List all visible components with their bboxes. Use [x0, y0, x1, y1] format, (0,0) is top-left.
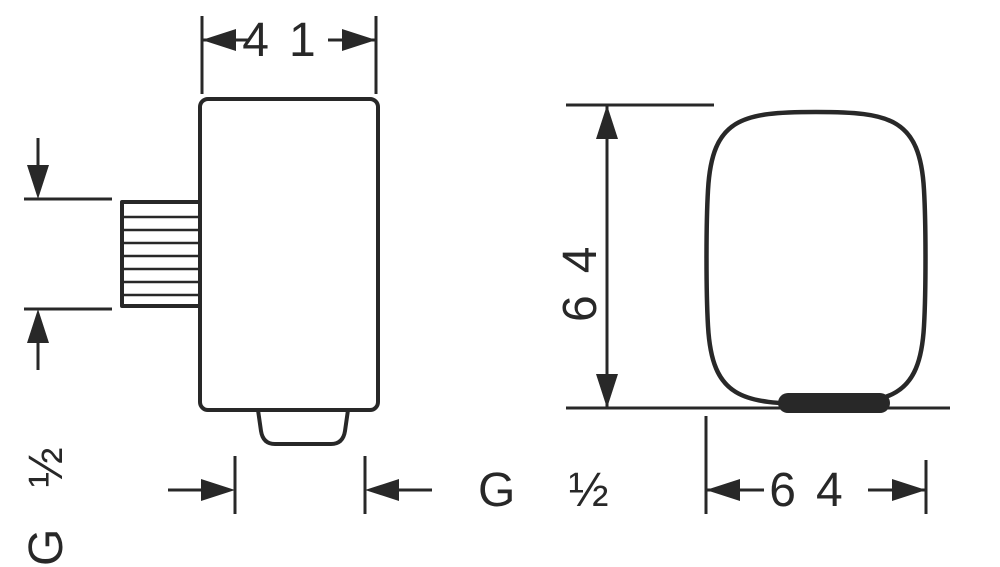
side-view-body	[198, 97, 380, 412]
dim-front-width: 64	[704, 416, 928, 517]
dim-outlet-thread	[168, 456, 432, 514]
inlet-thread-hatch	[124, 215, 200, 297]
inlet-thread-label: G ½	[20, 433, 73, 566]
arrowhead-up-icon	[27, 309, 49, 343]
arrowhead-left-icon	[202, 29, 236, 51]
dim-front-height-label: 64	[554, 225, 607, 322]
side-view	[120, 97, 380, 446]
dim-inlet-height	[24, 138, 112, 370]
arrowhead-left-icon	[706, 479, 740, 501]
arrowhead-down-icon	[596, 374, 618, 408]
arrowhead-left-icon	[365, 479, 399, 501]
arrowhead-up-icon	[596, 105, 618, 139]
dim-top-width-label: 41	[242, 14, 335, 67]
arrowhead-right-icon	[892, 479, 926, 501]
arrowhead-down-icon	[27, 165, 49, 199]
front-view	[704, 109, 928, 413]
dim-front-height: 64	[554, 103, 950, 410]
outlet-thread-label: G ½	[478, 464, 629, 517]
front-view-body	[704, 109, 928, 407]
dim-top-width: 41	[200, 14, 378, 94]
inlet-nipple-outline	[120, 200, 204, 308]
outlet-stub	[256, 409, 350, 446]
arrowhead-right-icon	[201, 479, 235, 501]
dim-front-width-label: 64	[769, 464, 862, 517]
front-outlet-bar	[778, 393, 890, 413]
inlet-nipple	[120, 200, 204, 308]
arrowhead-right-icon	[342, 29, 376, 51]
